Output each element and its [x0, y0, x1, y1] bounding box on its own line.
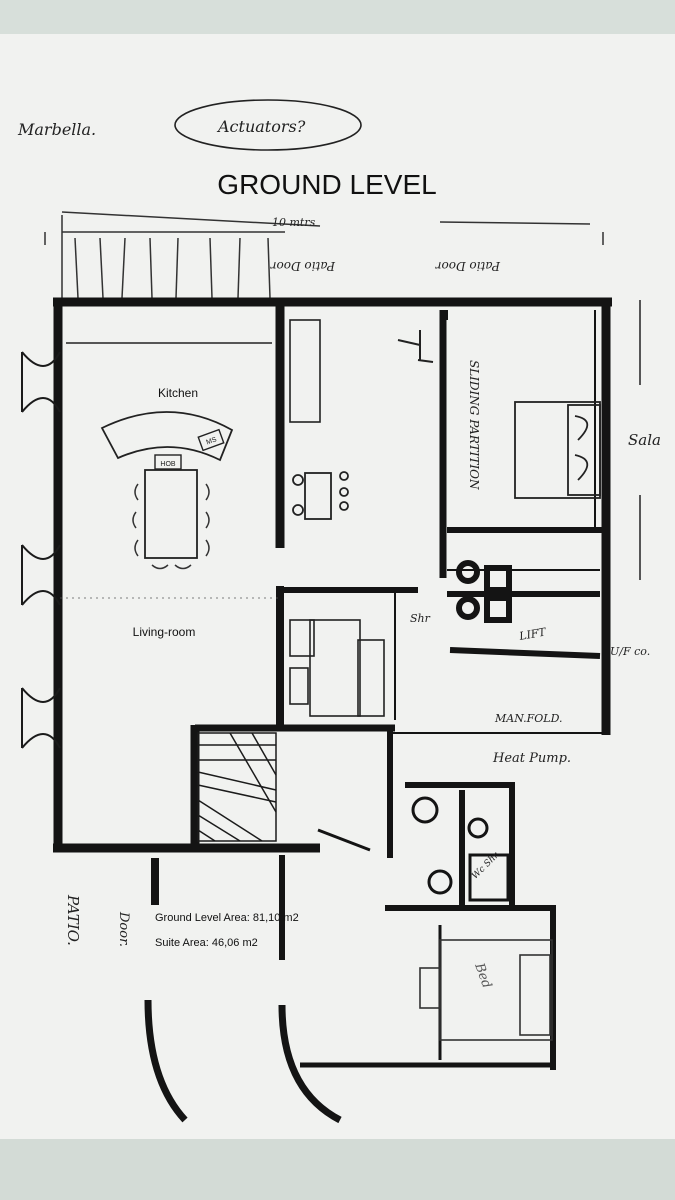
sliding-partition-note: SLIDING PARTITION	[467, 360, 481, 490]
interior-walls	[151, 302, 606, 1070]
french-windows	[21, 351, 61, 749]
table-surface	[0, 1139, 675, 1200]
suite-bed	[419, 939, 553, 1041]
actuators-note: Actuators?	[216, 117, 306, 136]
sala-note: Sala	[628, 431, 661, 449]
suite-area: Suite Area: 46,06 m2	[155, 937, 258, 949]
microwave-icon	[197, 428, 225, 452]
door-note: Door.	[116, 911, 131, 947]
table-and-chairs	[292, 471, 349, 520]
page-title: GROUND LEVEL	[217, 169, 436, 200]
kitchen-island	[100, 411, 234, 462]
uf-co-note: U/F co.	[610, 645, 650, 658]
location-note: Marbella.	[17, 120, 96, 139]
patio-door-right-note: Patio Door	[435, 259, 501, 273]
manifold-note: MAN.FOLD.	[494, 712, 563, 725]
actuators-circle	[174, 99, 362, 151]
shower-note: Shr	[410, 612, 431, 625]
ms-label: MS	[205, 436, 218, 446]
dining-chairs	[132, 483, 210, 570]
hob-icon	[154, 454, 182, 470]
ten-metres-note: 10 mtrs	[272, 216, 316, 229]
outer-walls	[53, 297, 612, 853]
living-room-label: Living-room	[133, 625, 196, 639]
patio-note: PATIO.	[64, 894, 82, 946]
curved-wall-right	[278, 1004, 342, 1124]
paper-sheet	[0, 34, 675, 1139]
bed-note: Bed	[471, 960, 494, 990]
door-swing	[317, 828, 371, 852]
staircase	[197, 732, 277, 842]
patio-door-left-note: Patio Door	[270, 259, 336, 273]
master-bed	[514, 401, 601, 499]
wc-fixtures	[411, 796, 510, 902]
ground-level-area: Ground Level Area: 81,10 m2	[155, 912, 299, 924]
lift-note: LIFT	[517, 625, 548, 643]
hatch-area	[44, 211, 604, 299]
plumbing-fixtures	[456, 560, 512, 623]
heat-pump-note: Heat Pump.	[492, 751, 571, 766]
curved-wall-left	[144, 999, 188, 1123]
kitchen-label: Kitchen	[158, 386, 198, 400]
dining-table	[144, 469, 198, 559]
door-mark	[397, 330, 434, 363]
cabinet	[289, 319, 321, 423]
hob-label: HOB	[160, 461, 176, 468]
bathroom-fixtures	[289, 619, 385, 717]
